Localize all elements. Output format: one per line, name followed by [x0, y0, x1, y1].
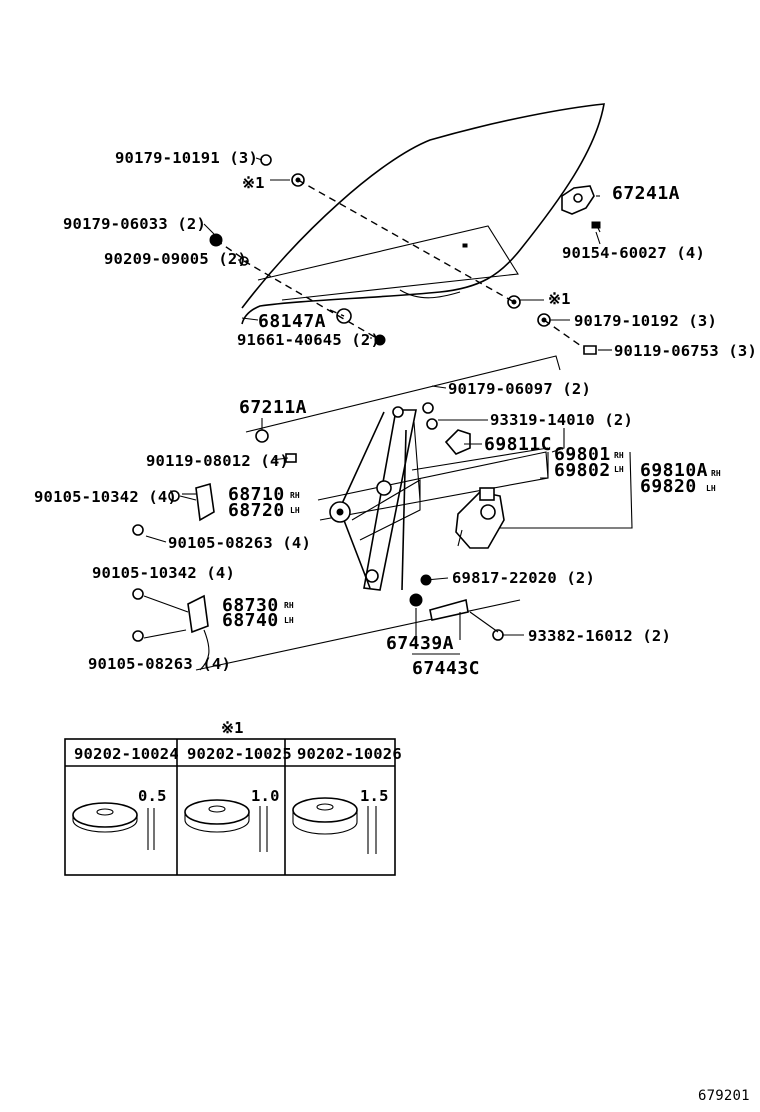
- label-69811C: 69811C: [484, 434, 552, 455]
- label-69817-22020: 69817-22020 (2): [452, 569, 595, 587]
- label-93382-16012: 93382-16012 (2): [528, 627, 671, 645]
- label-90179-06097: 90179-06097 (2): [448, 380, 591, 398]
- label-68720: 68720: [228, 500, 285, 521]
- run-channel-part: [561, 185, 601, 233]
- shim-thickness-1: 0.5: [138, 787, 167, 805]
- label-90105-10342-b: 90105-10342 (4): [92, 564, 235, 582]
- shim-part-3: 90202-10026: [297, 745, 402, 763]
- label-67439A: 67439A: [386, 633, 454, 654]
- label-90105-10342-a: 90105-10342 (4): [34, 488, 177, 506]
- label-90179-06033: 90179-06033 (2): [63, 215, 206, 233]
- label-90179-10191: 90179-10191 (3): [115, 149, 258, 167]
- figure-number: 679201: [698, 1088, 750, 1104]
- lower-parts: [409, 574, 504, 641]
- label-68730-side: RH: [284, 601, 294, 610]
- label-69802: 69802: [554, 460, 611, 481]
- label-69801-side: RH: [614, 451, 624, 460]
- label-68710: 68710: [228, 484, 285, 505]
- door-channel-parts: [132, 429, 297, 671]
- label-69810A: 69810A: [640, 460, 708, 481]
- shim-thickness-3: 1.5: [360, 787, 389, 805]
- shim-part-1: 90202-10024: [74, 745, 179, 763]
- label-90119-08012: 90119-08012 (4): [146, 452, 289, 470]
- label-note-mark-mid: ※1: [548, 290, 571, 308]
- label-69820-side: LH: [706, 484, 716, 493]
- reference-lines: [215, 179, 585, 349]
- shim-table: ※1 90202-10024 90202-10025 90202-10026 0…: [64, 719, 402, 876]
- label-90209-09005: 90209-09005 (2): [104, 250, 247, 268]
- label-90154-60027: 90154-60027 (4): [562, 244, 705, 262]
- label-68720-side: LH: [290, 506, 300, 515]
- label-69810A-side: RH: [711, 469, 721, 478]
- label-90105-08263-a: 90105-08263 (4): [168, 534, 311, 552]
- label-91661-40645: 91661-40645 (2): [237, 331, 380, 349]
- label-67211A: 67211A: [239, 397, 307, 418]
- label-90105-08263-b: 90105-08263 (4): [88, 655, 231, 673]
- label-69801: 69801: [554, 444, 611, 465]
- regulator-motor: [455, 487, 505, 549]
- label-68147A: 68147A: [258, 311, 326, 332]
- part-labels: 90179-10191 (3) ※1 67241A 90179-06033 (2…: [34, 149, 757, 679]
- motor-bracket: [426, 418, 471, 455]
- shim-washer-3: [292, 797, 377, 854]
- leader-lines: [143, 157, 612, 655]
- label-69820: 69820: [640, 476, 697, 497]
- shim-washer-1: [72, 802, 155, 850]
- label-68710-side: RH: [290, 491, 300, 500]
- label-67443C: 67443C: [412, 658, 480, 679]
- label-note-mark-top: ※1: [242, 174, 265, 192]
- label-67241A: 67241A: [612, 183, 680, 204]
- shim-thickness-2: 1.0: [251, 787, 280, 805]
- label-69802-side: LH: [614, 465, 624, 474]
- label-68740-side: LH: [284, 616, 294, 625]
- shim-washer-2: [184, 799, 268, 852]
- glass-fasteners: [209, 154, 597, 355]
- label-68730: 68730: [222, 595, 279, 616]
- window-regulator: [195, 355, 633, 671]
- label-90179-10192: 90179-10192 (3): [574, 312, 717, 330]
- label-93319-14010: 93319-14010 (2): [490, 411, 633, 429]
- label-68740: 68740: [222, 610, 279, 631]
- shim-part-2: 90202-10025: [187, 745, 292, 763]
- door-glass: [241, 103, 605, 325]
- shim-table-note-mark: ※1: [221, 719, 244, 737]
- label-90119-06753: 90119-06753 (3): [614, 342, 757, 360]
